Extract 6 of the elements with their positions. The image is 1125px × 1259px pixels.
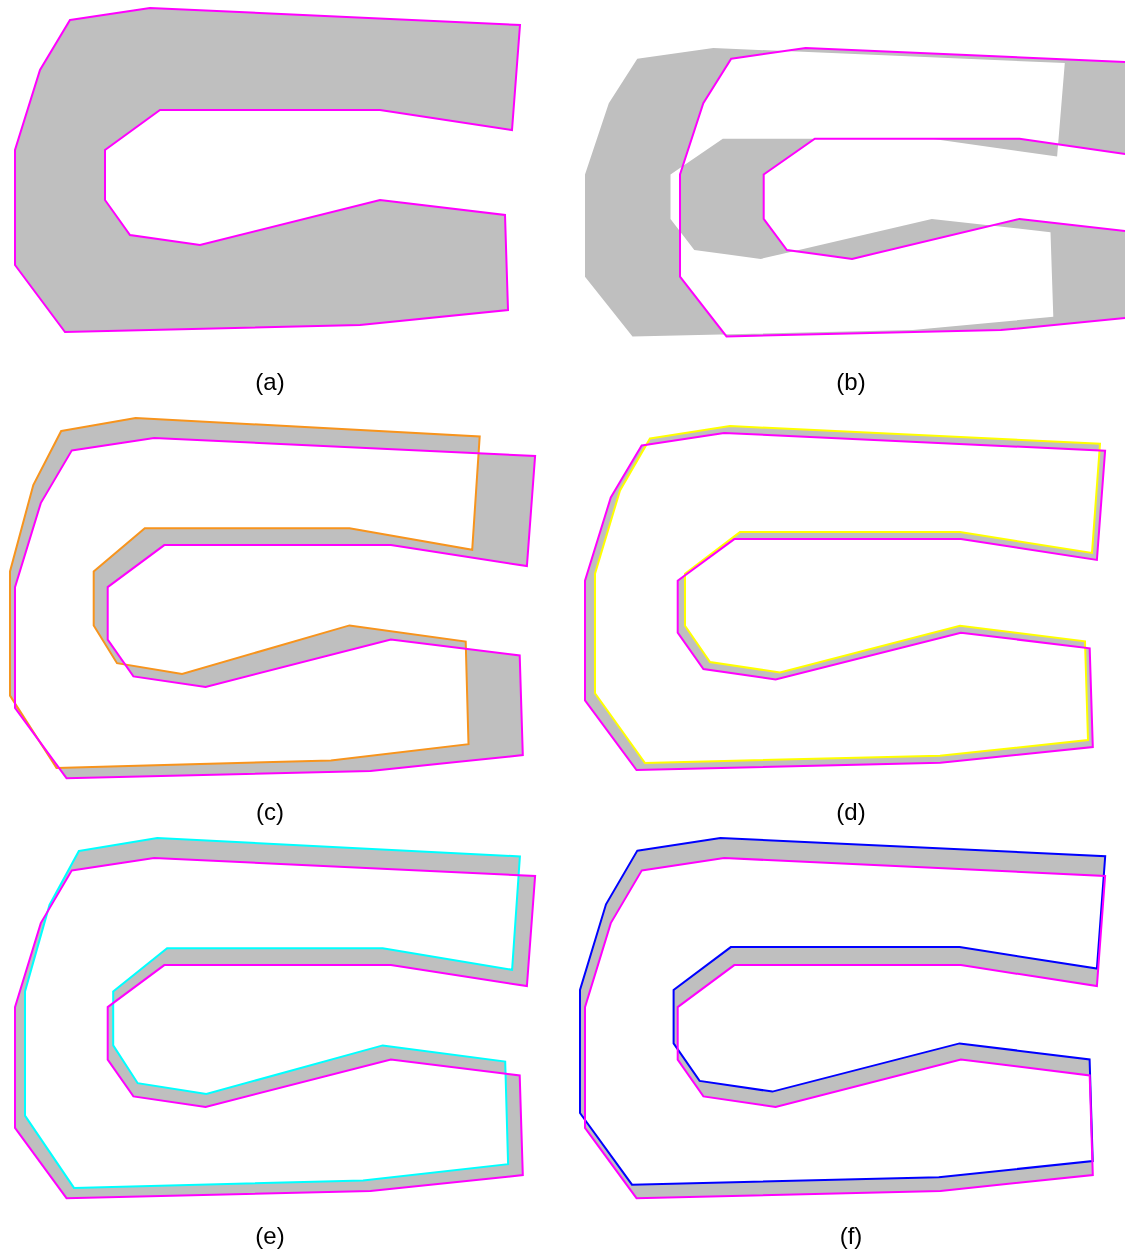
panel-label: (c) xyxy=(256,798,284,826)
panel-label: (b) xyxy=(836,368,866,396)
panel-label: (a) xyxy=(255,368,285,396)
panel-label: (f) xyxy=(839,1222,863,1250)
panel-label: (d) xyxy=(836,798,866,826)
panel-label: (e) xyxy=(255,1222,285,1250)
